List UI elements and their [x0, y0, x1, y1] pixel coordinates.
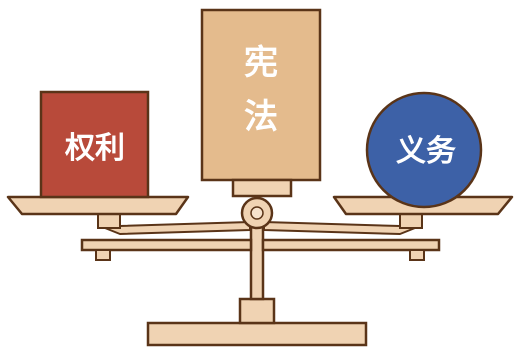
scale-post [249, 223, 265, 301]
duties-label: 义务 [396, 134, 456, 169]
scale-arm-left-end [95, 249, 111, 261]
scale-arm-right-end [409, 249, 425, 261]
scale-base-step [238, 297, 276, 325]
rights-label: 权利 [64, 131, 125, 166]
rights-block [39, 90, 150, 199]
scale-arm-left [80, 238, 253, 252]
scale-support-left [99, 221, 251, 235]
scale-pivot-knob-inner [250, 206, 264, 220]
duties-ball [365, 91, 483, 209]
scale-hanger-left [97, 213, 121, 229]
scale-support-right [263, 221, 421, 235]
constitution-block [200, 8, 322, 182]
scale-arm-right [261, 238, 441, 252]
scale-hanger-right [399, 213, 423, 229]
constitution-label-char-2: 法 [244, 97, 278, 137]
constitution-label-char-1: 宪 [244, 43, 278, 83]
constitution-block-base [231, 178, 293, 198]
scale-pan-left [6, 195, 190, 216]
scale-base [146, 321, 368, 347]
